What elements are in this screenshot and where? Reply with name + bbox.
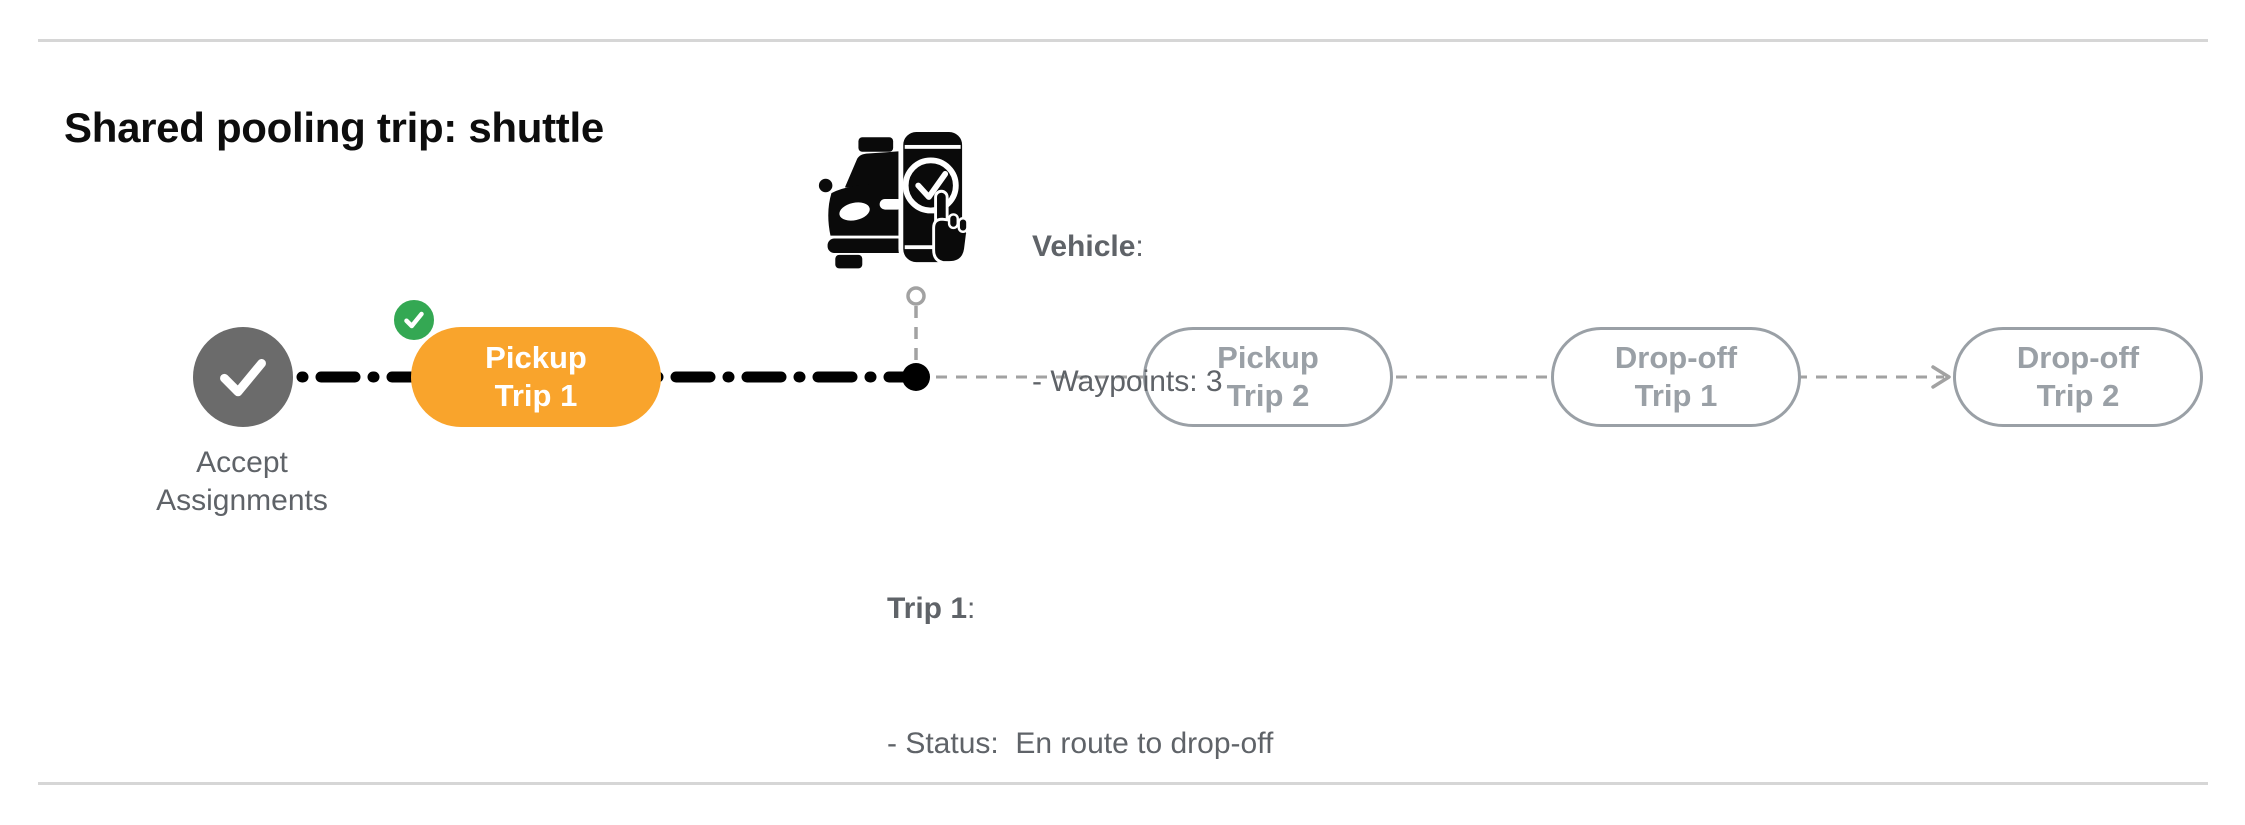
top-divider [38, 39, 2208, 42]
vehicle-callout: Vehicle: - Waypoints: 3 [1032, 134, 1223, 494]
vehicle-marker-circle-icon [906, 286, 926, 306]
check-badge-icon [404, 311, 424, 329]
pointing-hand-shape [932, 189, 969, 265]
trip1-title-colon: : [967, 592, 976, 625]
trip1-status-line: - Status: En route to drop-off [887, 727, 1274, 760]
accept-assignments-label: Accept Assignments [102, 444, 382, 520]
node-pickup-trip-2: Pickup Trip 2 [1143, 327, 1393, 427]
checkmark-icon [220, 359, 266, 397]
accept-label-line2: Assignments [156, 484, 328, 517]
arrowhead-icon [1931, 365, 1951, 389]
vehicle-waypoints-line: - Waypoints: 3 [1032, 365, 1223, 398]
pill-label-line1: Pickup [1217, 340, 1319, 375]
page-title: Shared pooling trip: shuttle [64, 104, 604, 151]
pill-label-line2: Trip 1 [494, 378, 578, 413]
node-dropoff-trip-2: Drop-off Trip 2 [1953, 327, 2203, 427]
pill-label-line2: Trip 2 [2036, 378, 2120, 413]
accept-label-line1: Accept [196, 446, 288, 479]
accept-assignments-node [193, 327, 293, 427]
trip1-title: Trip 1: [887, 586, 1273, 631]
bottom-divider [38, 782, 2208, 785]
car-phone-check-icon [818, 127, 969, 269]
trip-info: Trip 1: - Status: En route to drop-off -… [887, 496, 1273, 825]
vehicle-position-dot [902, 363, 930, 391]
pill-label-line2: Trip 2 [1226, 378, 1310, 413]
completed-badge [391, 297, 437, 343]
pill-label-line2: Trip 1 [1634, 378, 1718, 413]
trip1-title-text: Trip 1 [887, 592, 968, 625]
node-dropoff-trip-1: Drop-off Trip 1 [1551, 327, 1801, 427]
vehicle-title-colon: : [1135, 230, 1144, 263]
vehicle-callout-title: Vehicle: [1032, 224, 1223, 269]
node-pickup-trip-1: Pickup Trip 1 [411, 327, 661, 427]
pill-label-line1: Pickup [485, 340, 587, 375]
car-shape [818, 137, 909, 269]
vehicle-title-text: Vehicle [1032, 230, 1136, 263]
pill-label-line1: Drop-off [2016, 340, 2140, 375]
pill-label-line1: Drop-off [1614, 340, 1738, 375]
